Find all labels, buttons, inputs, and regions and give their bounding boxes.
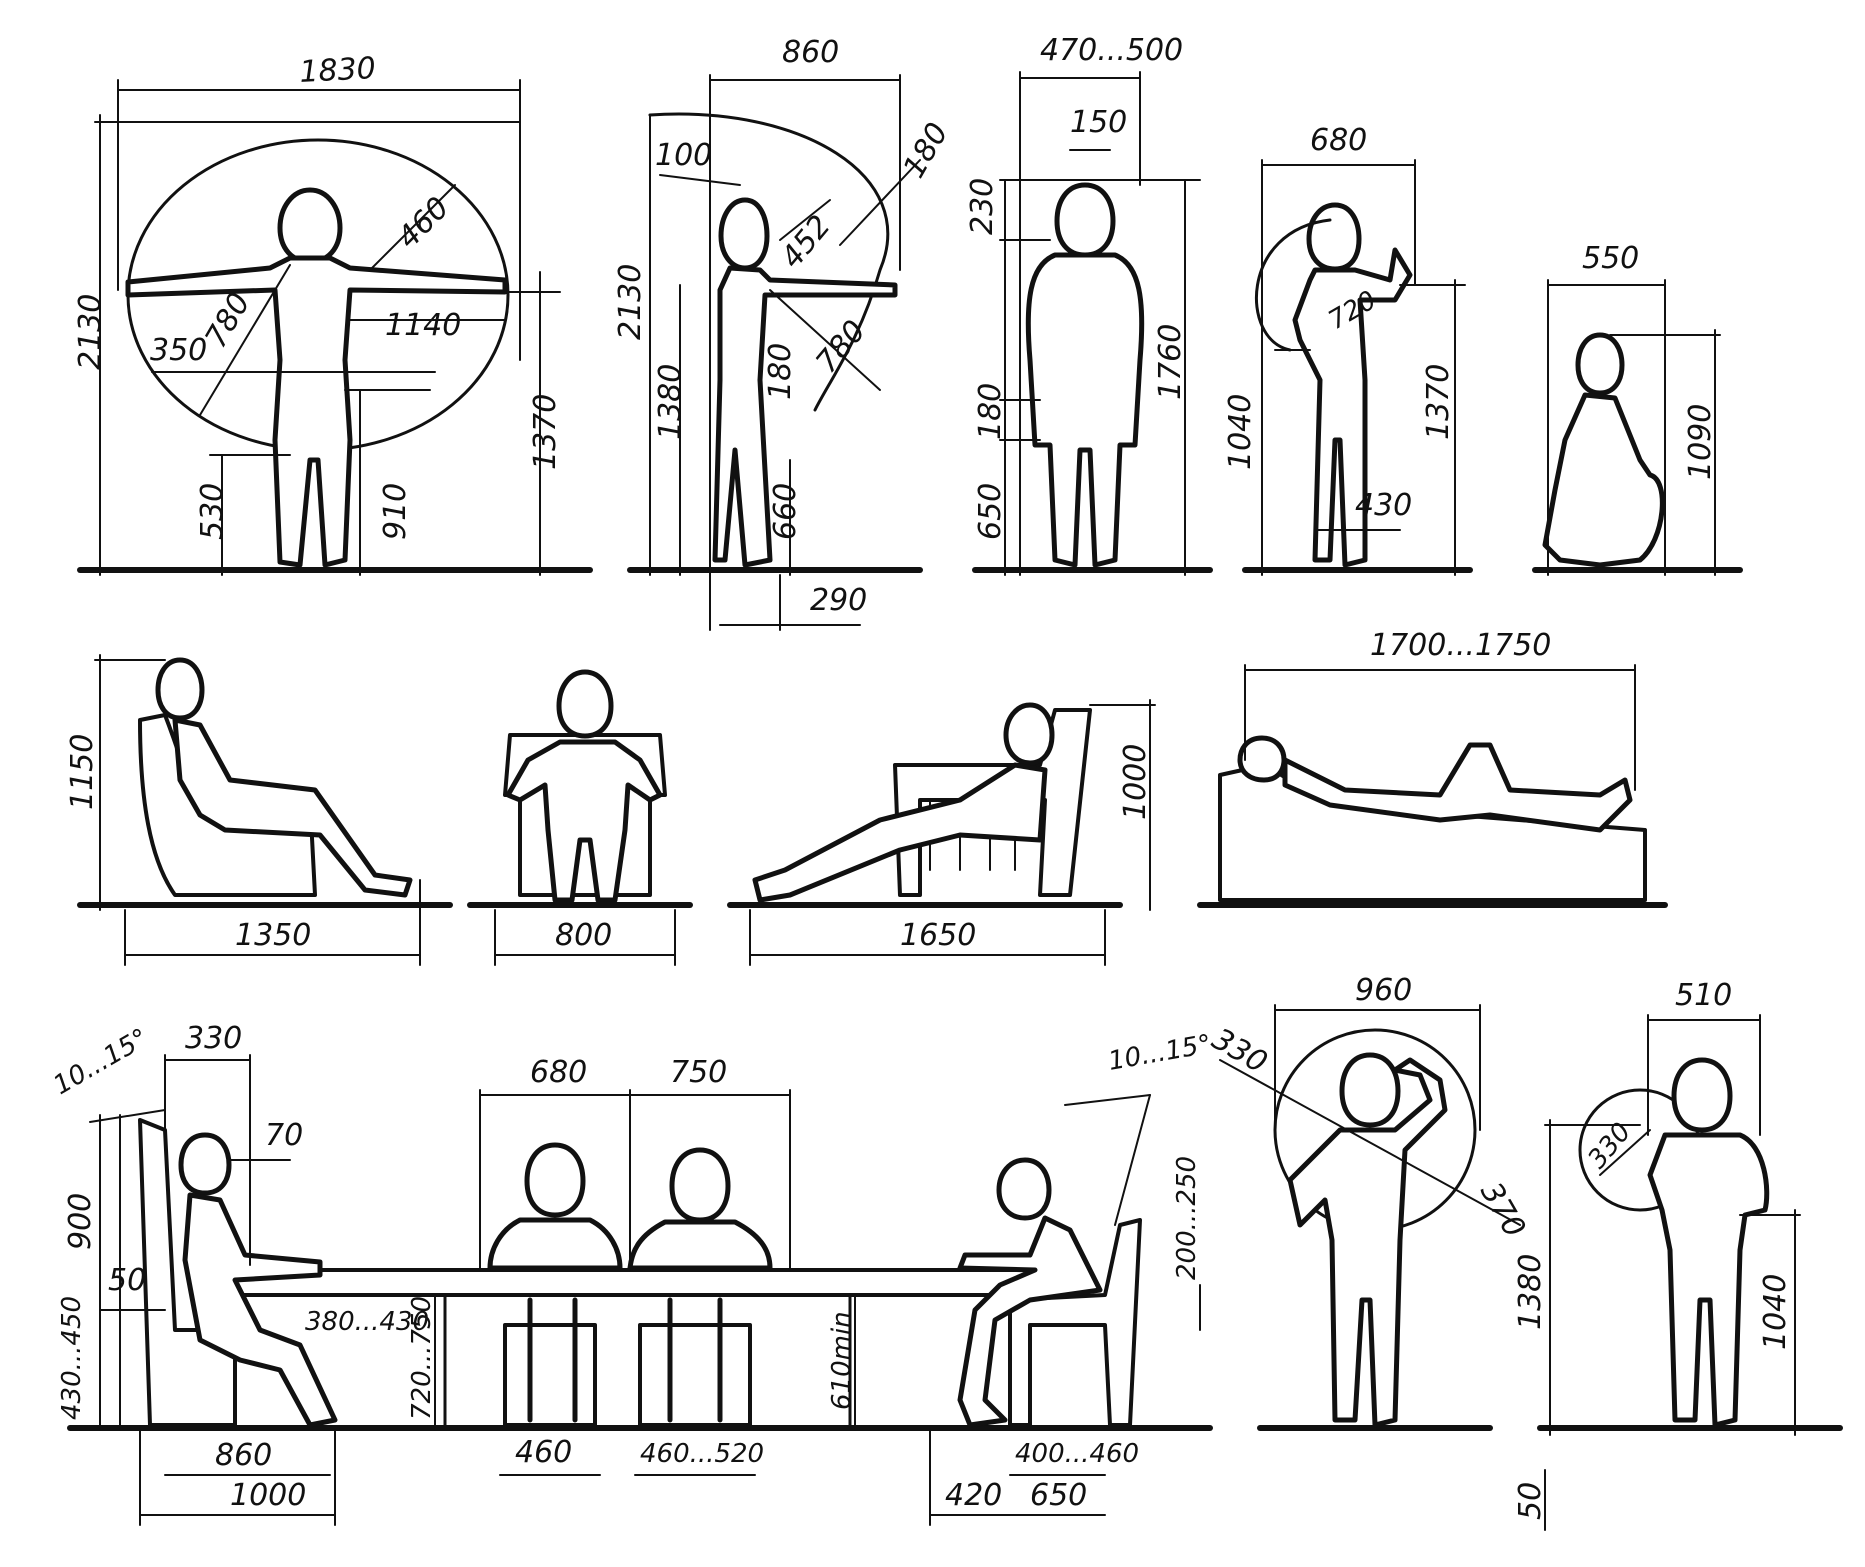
- dim-1090: 1090: [1683, 404, 1718, 480]
- dim-400-460: 400...460: [1015, 1439, 1139, 1469]
- dim-460: 460: [391, 190, 456, 255]
- dim-860: 860: [782, 35, 839, 70]
- figure-standing-hand-behind-head: 330 960 370: [1206, 973, 1532, 1431]
- dim-510: 510: [1675, 978, 1732, 1013]
- dim-380-430: 380...430: [305, 1307, 429, 1337]
- figure-side-arm-raised: 860 100 180 452 2130 780 1380 180 660 29…: [613, 35, 956, 631]
- dim-70: 70: [265, 1118, 303, 1153]
- dim-750-table: 750: [670, 1055, 727, 1090]
- dim-290: 290: [810, 583, 867, 618]
- dim-1700-1750: 1700...1750: [1370, 628, 1551, 663]
- figure-armchair-lounging: 1150 1350: [65, 654, 453, 966]
- dim-50-bottom: 50: [1513, 1482, 1548, 1520]
- dim-550: 550: [1582, 241, 1639, 276]
- dim-2130: 2130: [73, 294, 108, 370]
- dim-50-left: 50: [108, 1263, 146, 1298]
- dim-1370: 1370: [528, 394, 563, 470]
- dim-1040-b: 1040: [1758, 1274, 1793, 1350]
- dim-1140: 1140: [385, 308, 461, 343]
- dim-800: 800: [555, 918, 612, 953]
- dim-910: 910: [378, 483, 413, 540]
- figure-armchair-front: 800: [467, 669, 693, 966]
- dim-460-520: 460...520: [640, 1439, 764, 1469]
- dim-530: 530: [195, 483, 230, 540]
- dim-460-seat: 460: [515, 1435, 572, 1470]
- dim-680-table: 680: [530, 1055, 587, 1090]
- dim-860-table: 860: [215, 1438, 272, 1473]
- dim-430-450: 430...450: [57, 1296, 87, 1420]
- dim-1350: 1350: [235, 918, 311, 953]
- dim-720-750: 720...750: [407, 1296, 437, 1420]
- dim-1370-b: 1370: [1421, 364, 1456, 440]
- dim-650-chair: 650: [1030, 1478, 1087, 1513]
- dim-452: 452: [774, 209, 838, 275]
- dim-10-15-right: 10...15°: [1106, 1029, 1214, 1077]
- dim-780-b: 780: [809, 314, 873, 380]
- dim-660: 660: [768, 483, 803, 540]
- dim-1380-b: 1380: [1513, 1254, 1548, 1330]
- dim-900: 900: [63, 1193, 98, 1250]
- dim-230: 230: [965, 178, 1000, 235]
- dim-200-250: 200...250: [1172, 1156, 1202, 1280]
- dim-180-top: 180: [897, 117, 956, 184]
- dim-1150: 1150: [65, 734, 100, 810]
- figure-crouching: 550 1090: [1532, 241, 1743, 576]
- figure-standing-arms-folded: 510 330 1380 1040 50: [1513, 978, 1843, 1531]
- dim-180-mid: 180: [763, 343, 798, 400]
- dim-350: 350: [150, 333, 207, 368]
- figure-hand-to-head: 680 720 1040 1370 430: [1223, 123, 1473, 576]
- dim-10-15-left: 10...15°: [49, 1023, 154, 1101]
- dim-1040: 1040: [1223, 394, 1258, 470]
- dim-370: 370: [1473, 1177, 1532, 1244]
- dim-1830: 1830: [299, 51, 377, 90]
- dim-420: 420: [945, 1478, 1002, 1513]
- dim-430: 430: [1355, 488, 1412, 523]
- dim-1000-table: 1000: [230, 1478, 306, 1513]
- dim-470-500: 470...500: [1040, 33, 1183, 68]
- figure-front-standing: 470...500 150 230 1760 180 650: [965, 33, 1213, 576]
- dim-680: 680: [1310, 123, 1367, 158]
- dim-1380: 1380: [653, 364, 688, 440]
- dim-780: 780: [199, 287, 258, 354]
- dim-1760: 1760: [1153, 324, 1188, 400]
- dim-180-front: 180: [973, 383, 1008, 440]
- dim-2130-b: 2130: [613, 264, 648, 340]
- dim-960: 960: [1355, 973, 1412, 1008]
- figure-arms-outstretched: 1830 2130 460 350 780 1140 1370 910 530: [73, 51, 593, 576]
- dim-330-left: 330: [185, 1021, 242, 1056]
- dim-1650: 1650: [900, 918, 976, 953]
- dim-1000: 1000: [1118, 744, 1153, 820]
- dim-610min: 610min: [827, 1311, 857, 1410]
- figure-dining-table-scene: 10...15° 330 70 900 50 430...450 380...4…: [49, 1021, 1214, 1526]
- figure-lying-down: 1700...1750: [1197, 628, 1668, 908]
- dim-100: 100: [655, 138, 712, 173]
- dim-150: 150: [1070, 105, 1127, 140]
- figure-rocking-chair: 1650 1000: [727, 699, 1156, 966]
- dim-650: 650: [973, 483, 1008, 540]
